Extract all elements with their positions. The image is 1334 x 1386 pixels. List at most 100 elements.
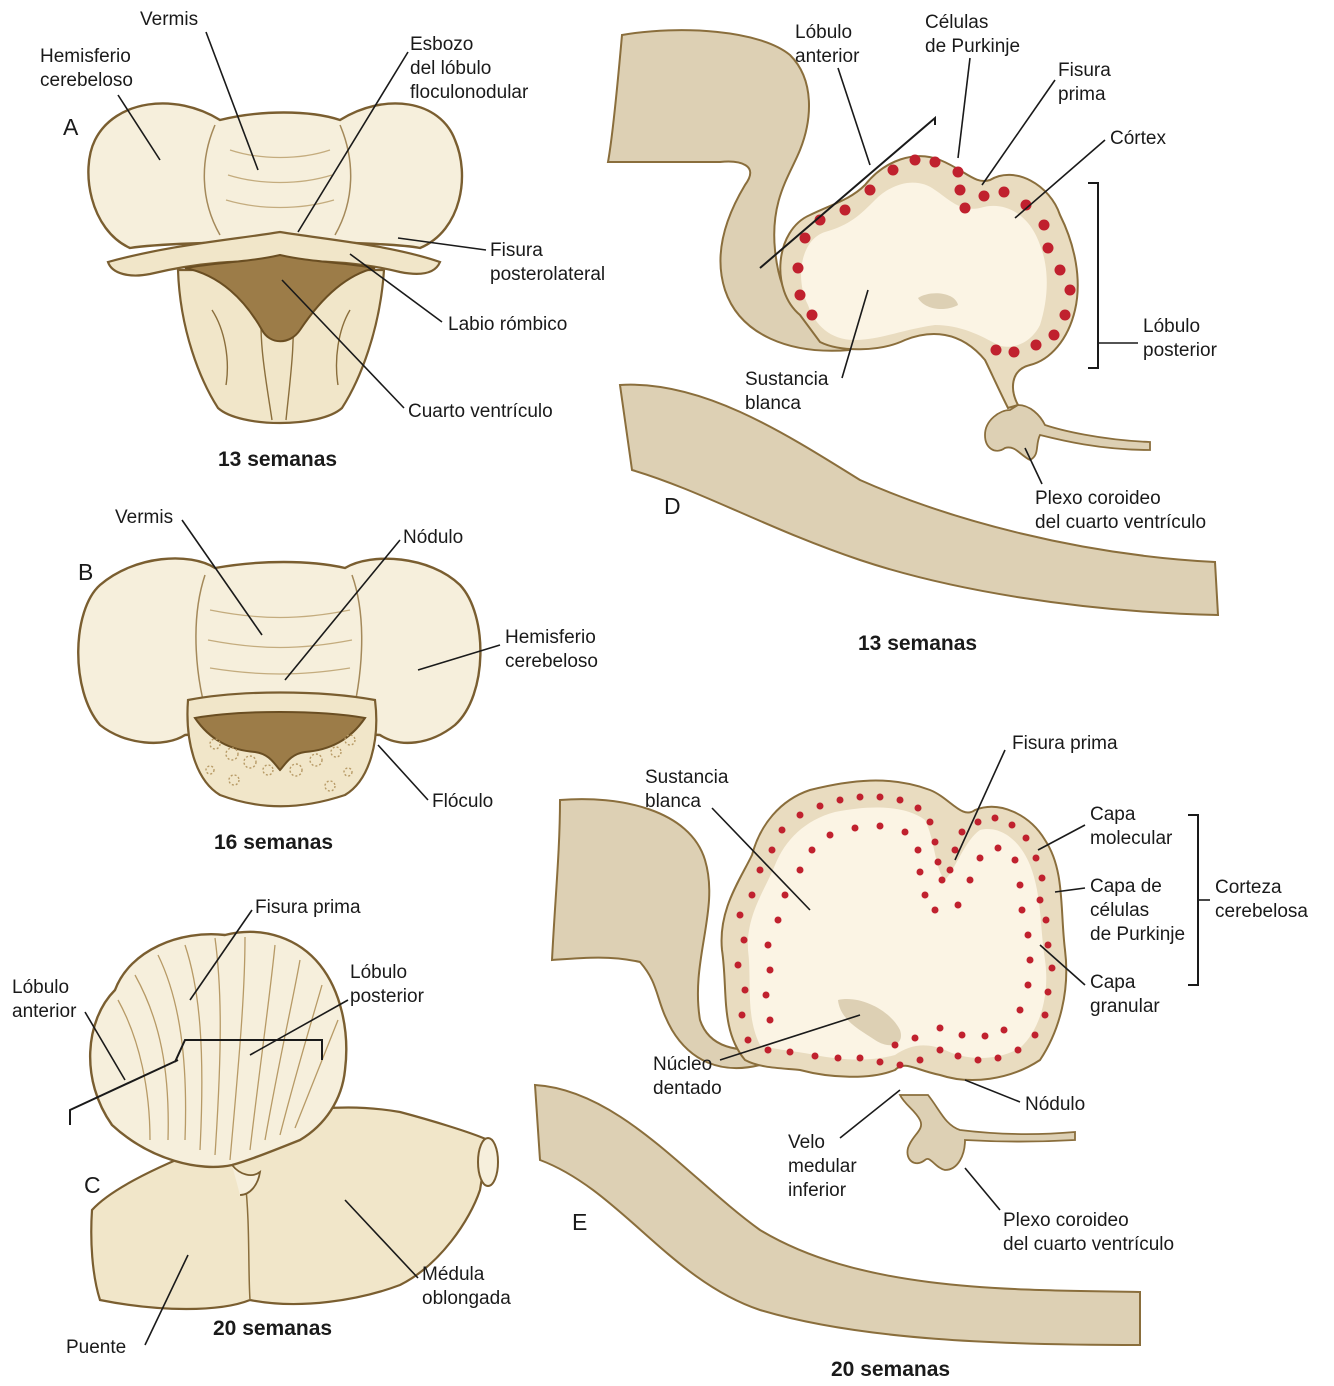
- d-label-lob-post-1: Lóbulo: [1143, 316, 1200, 337]
- purkinje-cell-dot: [917, 1057, 924, 1064]
- purkinje-cell-dot: [955, 185, 966, 196]
- purkinje-cell-dot: [735, 962, 742, 969]
- b-caption: 16 semanas: [214, 831, 333, 854]
- purkinje-cell-dot: [977, 855, 984, 862]
- purkinje-cell-dot: [1023, 835, 1030, 842]
- purkinje-cell-dot: [745, 1037, 752, 1044]
- purkinje-cell-dot: [930, 157, 941, 168]
- e-label-nucleo-2: dentado: [653, 1078, 722, 1099]
- a-label-vermis: Vermis: [140, 9, 198, 30]
- purkinje-cell-dot: [932, 839, 939, 846]
- purkinje-cell-dot: [910, 155, 921, 166]
- purkinje-cell-dot: [1043, 243, 1054, 254]
- purkinje-cell-dot: [852, 825, 859, 832]
- purkinje-cell-dot: [857, 794, 864, 801]
- purkinje-cell-dot: [1049, 965, 1056, 972]
- c-caption: 20 semanas: [213, 1317, 332, 1340]
- purkinje-cell-dot: [1045, 942, 1052, 949]
- purkinje-cell-dot: [937, 1025, 944, 1032]
- purkinje-cell-dot: [1012, 857, 1019, 864]
- b-label-nodulo: Nódulo: [403, 527, 463, 548]
- e-label-purk-3: de Purkinje: [1090, 924, 1185, 945]
- b-label-vermis: Vermis: [115, 507, 173, 528]
- e-label-molecular-2: molecular: [1090, 828, 1173, 849]
- purkinje-cell-dot: [1037, 897, 1044, 904]
- e-label-granular-2: granular: [1090, 996, 1160, 1017]
- e-label-purk-1: Capa de: [1090, 876, 1162, 897]
- purkinje-cell-dot: [1033, 855, 1040, 862]
- purkinje-cell-dot: [1015, 1047, 1022, 1054]
- purkinje-cell-dot: [939, 877, 946, 884]
- purkinje-cell-dot: [935, 859, 942, 866]
- purkinje-cell-dot: [827, 832, 834, 839]
- e-caption: 20 semanas: [831, 1358, 950, 1381]
- purkinje-cell-dot: [779, 827, 786, 834]
- purkinje-cell-dot: [995, 1055, 1002, 1062]
- e-label-nodulo: Nódulo: [1025, 1094, 1085, 1115]
- e-label-granular-1: Capa: [1090, 972, 1136, 993]
- purkinje-cell-dot: [991, 345, 1002, 356]
- c-label-fisura-prima: Fisura prima: [255, 897, 361, 918]
- purkinje-cell-dot: [797, 867, 804, 874]
- a-cerebellum: [88, 103, 462, 248]
- purkinje-cell-dot: [749, 892, 756, 899]
- a-label-hemisferio-2: cerebeloso: [40, 70, 133, 91]
- purkinje-cell-dot: [953, 167, 964, 178]
- purkinje-cell-dot: [975, 819, 982, 826]
- d-label-sustancia-1: Sustancia: [745, 369, 829, 390]
- purkinje-cell-dot: [775, 917, 782, 924]
- purkinje-cell-dot: [787, 1049, 794, 1056]
- e-label-corteza-1: Corteza: [1215, 877, 1282, 898]
- d-label-sustancia-2: blanca: [745, 393, 801, 414]
- purkinje-cell-dot: [840, 205, 851, 216]
- purkinje-cell-dot: [739, 1012, 746, 1019]
- e-white-matter: [748, 807, 1046, 1059]
- purkinje-cell-dot: [765, 942, 772, 949]
- a-label-labio: Labio rómbico: [448, 314, 567, 335]
- e-label-sustancia-2: blanca: [645, 791, 701, 812]
- purkinje-cell-dot: [967, 877, 974, 884]
- purkinje-cell-dot: [767, 967, 774, 974]
- purkinje-cell-dot: [960, 203, 971, 214]
- purkinje-cell-dot: [877, 823, 884, 830]
- a-label-cuarto: Cuarto ventrículo: [408, 401, 553, 422]
- purkinje-cell-dot: [835, 1055, 842, 1062]
- purkinje-cell-dot: [795, 290, 806, 301]
- purkinje-cell-dot: [1017, 882, 1024, 889]
- purkinje-cell-dot: [979, 191, 990, 202]
- purkinje-cell-dot: [809, 847, 816, 854]
- e-label-velo-3: inferior: [788, 1180, 847, 1201]
- purkinje-cell-dot: [1025, 932, 1032, 939]
- purkinje-cell-dot: [952, 847, 959, 854]
- purkinje-cell-dot: [955, 902, 962, 909]
- b-label-hemisferio-1: Hemisferio: [505, 627, 596, 648]
- purkinje-cell-dot: [1065, 285, 1076, 296]
- purkinje-cell-dot: [742, 987, 749, 994]
- e-label-purk-2: células: [1090, 900, 1149, 921]
- purkinje-cell-dot: [1032, 1032, 1039, 1039]
- e-label-nucleo-1: Núcleo: [653, 1054, 712, 1075]
- purkinje-cell-dot: [857, 1055, 864, 1062]
- purkinje-cell-dot: [897, 797, 904, 804]
- purkinje-cell-dot: [959, 1032, 966, 1039]
- panel-d: D Lóbulo anterior Células de Purkinje Fi…: [608, 12, 1218, 655]
- c-label-lob-post-2: posterior: [350, 986, 425, 1007]
- purkinje-cell-dot: [1049, 330, 1060, 341]
- d-label-lob-post-2: posterior: [1143, 340, 1218, 361]
- purkinje-cell-dot: [992, 815, 999, 822]
- purkinje-cell-dot: [807, 310, 818, 321]
- purkinje-cell-dot: [741, 937, 748, 944]
- c-label-lob-ant-2: anterior: [12, 1001, 77, 1022]
- purkinje-cell-dot: [767, 1017, 774, 1024]
- purkinje-cell-dot: [959, 829, 966, 836]
- purkinje-cell-dot: [793, 263, 804, 274]
- c-label-puente: Puente: [66, 1337, 126, 1358]
- c-label-lob-ant-1: Lóbulo: [12, 977, 69, 998]
- purkinje-cell-dot: [1045, 989, 1052, 996]
- a-label-fisura-2: posterolateral: [490, 264, 605, 285]
- d-label-fisura-1: Fisura: [1058, 60, 1111, 81]
- c-label-medula-2: oblongada: [422, 1288, 511, 1309]
- purkinje-cell-dot: [837, 797, 844, 804]
- d-label-plexo-1: Plexo coroideo: [1035, 488, 1161, 509]
